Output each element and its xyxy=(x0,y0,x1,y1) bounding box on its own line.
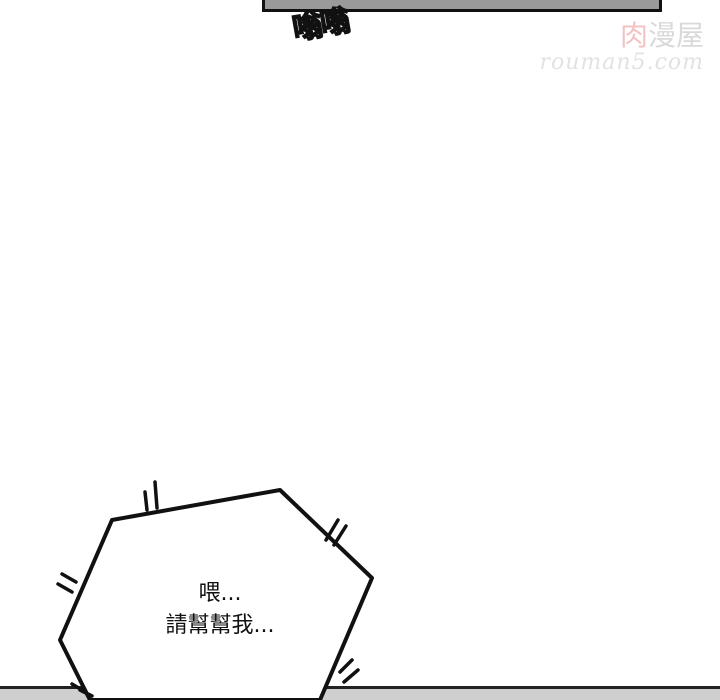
speech-line-2: 請幫幫我... xyxy=(165,613,275,638)
watermark-url: rouman5.com xyxy=(539,50,704,75)
speech-bubble-shape xyxy=(58,488,374,700)
watermark-accent: 肉 xyxy=(619,19,648,52)
watermark-logo: 肉漫屋 xyxy=(620,14,704,54)
speech-text: 喂... 請幫幫我... xyxy=(120,578,320,642)
watermark-rest: 漫屋 xyxy=(647,19,704,52)
upper-panel-frame xyxy=(262,0,662,12)
speech-line-1: 喂... xyxy=(198,581,242,606)
bubble-tremble-marks xyxy=(56,480,360,698)
